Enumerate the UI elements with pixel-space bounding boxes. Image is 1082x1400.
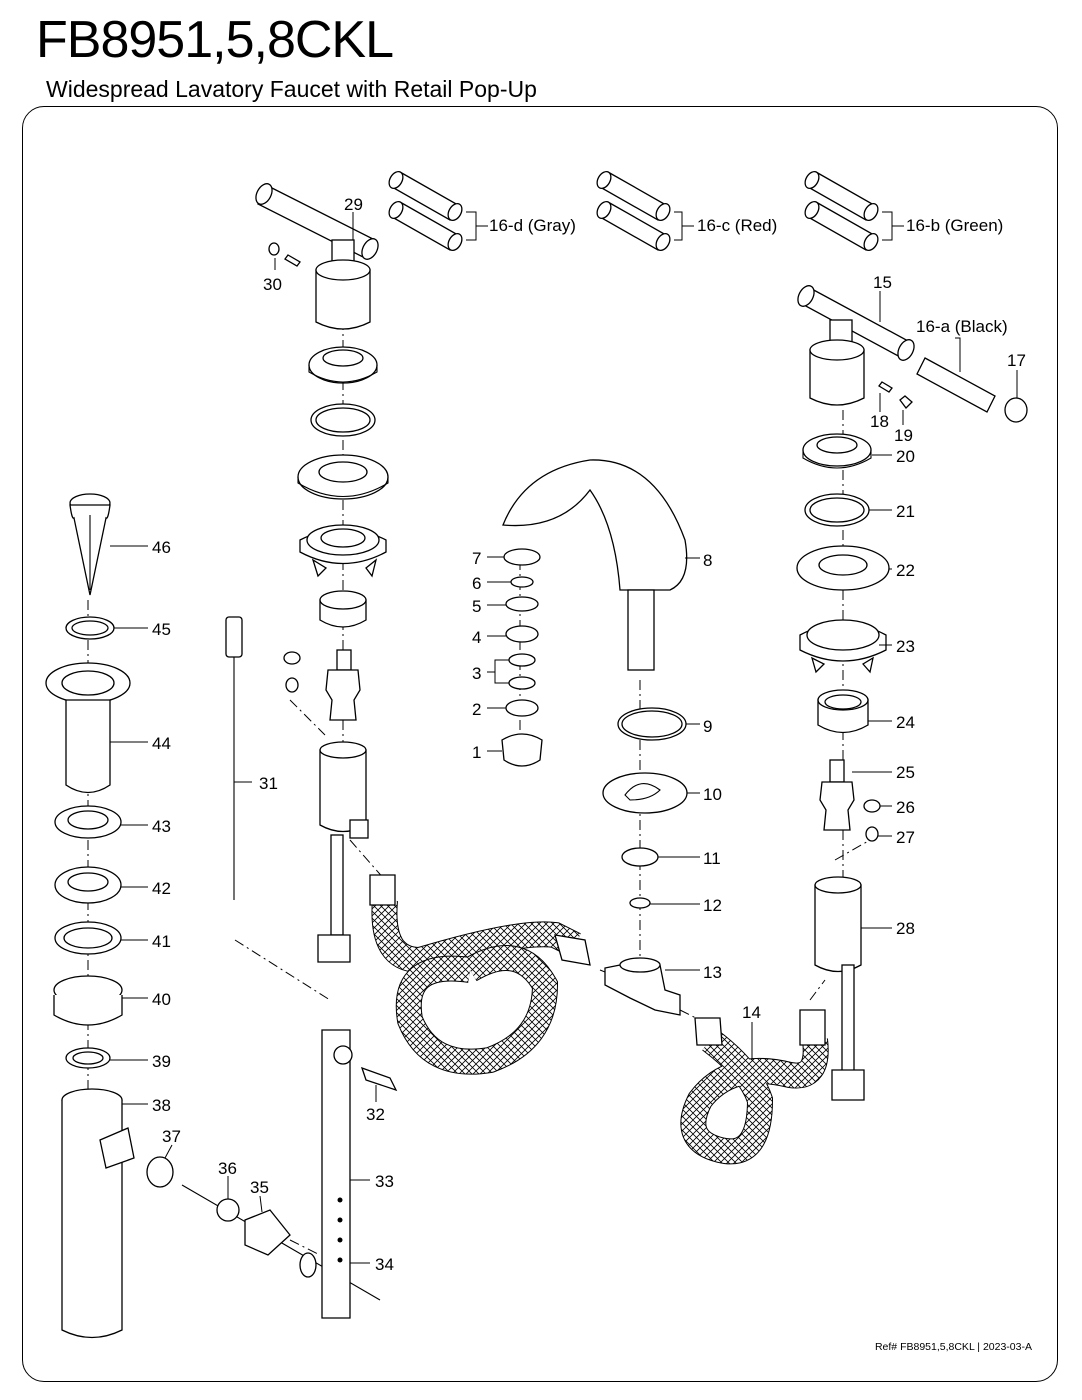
callout-16c: 16-c (Red): [697, 216, 777, 235]
callout-17: 17: [1007, 351, 1026, 370]
pop-up-stopper: [69, 493, 111, 596]
callout-21: 21: [896, 502, 915, 521]
pop-up-seal: [65, 616, 115, 640]
callout-34: 34: [375, 1255, 394, 1274]
callout-8: 8: [703, 551, 712, 570]
callout-19: 19: [894, 426, 913, 445]
left-escutcheon-parts: [297, 346, 389, 578]
tailpiece: [61, 1088, 135, 1339]
left-set-screw: [268, 242, 301, 267]
callout-15: 15: [873, 273, 892, 292]
callout-5: 5: [472, 597, 481, 616]
spout-mounting-parts: [602, 707, 688, 909]
drain-body: [45, 662, 131, 794]
callout-39: 39: [152, 1052, 171, 1071]
left-bonnet-nut: [319, 590, 367, 628]
callout-25: 25: [896, 763, 915, 782]
callout-28: 28: [896, 919, 915, 938]
callout-33: 33: [375, 1172, 394, 1191]
left-cartridge: [283, 649, 361, 721]
callout-14: 14: [742, 1003, 761, 1022]
callout-18: 18: [870, 412, 889, 431]
callout-9: 9: [703, 717, 712, 736]
callout-10: 10: [703, 785, 722, 804]
callout-2: 2: [472, 700, 481, 719]
callout-29: 29: [344, 195, 363, 214]
callout-20: 20: [896, 447, 915, 466]
callout-12: 12: [703, 896, 722, 915]
drain-washers: [53, 805, 123, 1069]
callout-31: 31: [259, 774, 278, 793]
right-bonnet-nut: [817, 689, 869, 734]
callout-46: 46: [152, 538, 171, 557]
callout-32: 32: [366, 1105, 385, 1124]
hot-hose: [369, 874, 591, 1075]
reference-footer: Ref# FB8951,5,8CKL | 2023-03-A: [874, 1341, 1032, 1353]
handle-kit-green: [804, 170, 904, 252]
callout-16d: 16-d (Gray): [489, 216, 576, 235]
callout-43: 43: [152, 817, 171, 836]
callout-24: 24: [896, 713, 915, 732]
cold-hose: [680, 1009, 829, 1165]
callout-23: 23: [896, 637, 915, 656]
aerator-parts: [501, 548, 543, 767]
callout-38: 38: [152, 1096, 171, 1115]
left-valve-body: [317, 741, 369, 963]
callout-26: 26: [896, 798, 915, 817]
lift-rod: [225, 616, 243, 900]
right-escutcheon-parts: [796, 433, 890, 674]
right-cartridge: [819, 759, 881, 842]
callout-27: 27: [896, 828, 915, 847]
callout-16b: 16-b (Green): [906, 216, 1003, 235]
callout-6: 6: [472, 574, 481, 593]
callout-7: 7: [472, 549, 481, 568]
right-valve-body: [814, 876, 865, 1101]
callout-11: 11: [703, 849, 721, 868]
callout-labels: 29 30 16-d (Gray) 16-c (Red) 16-b (Green…: [152, 195, 1026, 1274]
callout-36: 36: [218, 1159, 237, 1178]
diagram-frame: [22, 106, 1058, 1382]
tee-fitting: [604, 957, 681, 1016]
leader-lines: [110, 212, 1018, 1264]
callout-3: 3: [472, 664, 481, 683]
left-handle: [255, 183, 379, 330]
callout-41: 41: [152, 932, 171, 951]
handle-kit-red: [596, 170, 694, 252]
spout: [502, 459, 688, 671]
callout-44: 44: [152, 734, 171, 753]
callout-45: 45: [152, 620, 171, 639]
callout-40: 40: [152, 990, 171, 1009]
callout-35: 35: [250, 1178, 269, 1197]
callout-42: 42: [152, 879, 171, 898]
page-title: FB8951,5,8CKL: [36, 11, 394, 69]
callout-30: 30: [263, 275, 282, 294]
callout-1: 1: [472, 743, 481, 762]
clevis-strap: [321, 1029, 398, 1319]
callout-4: 4: [472, 628, 481, 647]
right-handle: [797, 285, 915, 406]
callout-16a: 16-a (Black): [916, 317, 1008, 336]
handle-kit-gray: [388, 170, 488, 252]
page-subtitle: Widespread Lavatory Faucet with Retail P…: [46, 76, 537, 102]
callout-37: 37: [162, 1127, 181, 1146]
callout-22: 22: [896, 561, 915, 580]
right-handle-lever: [878, 357, 1028, 423]
callout-13: 13: [703, 963, 722, 982]
